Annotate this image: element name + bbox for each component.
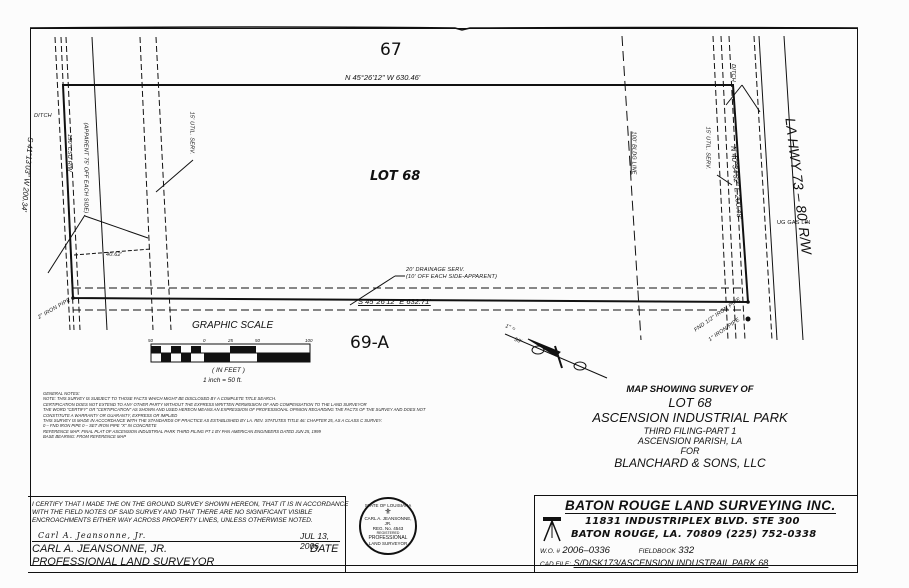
- lot-68-label: LOT 68: [370, 169, 421, 184]
- surveyor-title: PROFESSIONAL LAND SURVEYOR: [32, 556, 215, 568]
- surveyor-seal: STATE OF LOUISIANA ⚜ CARL A. JEANSONNE, …: [359, 497, 417, 555]
- seal-emblem-icon: ⚜: [384, 507, 392, 516]
- scale-tick-50: 50: [255, 338, 261, 343]
- surveyor-signature: Carl A. Jeansonne, Jr.: [38, 531, 147, 540]
- scale-units: ( IN FEET ): [212, 367, 245, 374]
- seal-professional: PROFESSIONAL: [368, 535, 408, 541]
- title-line-4: THIRD FILING-PART 1: [643, 425, 737, 436]
- drainage-serv-label: 20' DRAINAGE SERV.: [406, 267, 465, 273]
- seal-ring-bottom: LAND SURVEYOR: [368, 541, 408, 546]
- cad-file: CAD FILE: S/DISK173/ASCENSION INDUSTRAIL…: [540, 558, 768, 568]
- title-line-1: MAP SHOWING SURVEY OF: [626, 384, 754, 395]
- cad-label: CAD FILE:: [540, 561, 572, 568]
- notes-heading: GENERAL NOTES:: [43, 391, 80, 396]
- title-line-7: BLANCHARD & SONS, LLC: [614, 455, 766, 470]
- ditch-west-label: DITCH: [34, 113, 52, 119]
- fieldbook-value: 332: [678, 545, 695, 556]
- fieldbook-label: FIELDBOOK: [638, 548, 676, 555]
- note-line: 0 – FND IRON PIPE 0 – SET IRON PIPE "X" …: [43, 423, 157, 429]
- scale-ratio: 1 inch = 50 ft.: [203, 377, 243, 384]
- seal-name: CARL A. JEANSONNE, JR.: [364, 516, 412, 526]
- note-line: CERTIFICATION DOES NOT EXTEND TO ANY OTH…: [43, 401, 367, 407]
- ditch-east-label: DITCH: [729, 64, 736, 82]
- company-block: BATON ROUGE LAND SURVEYING INC. 11831 IN…: [534, 495, 858, 573]
- company-address-2: BATON ROUGE, LA. 70809 (225) 752-0338: [571, 529, 817, 540]
- note-line: NOTE: THIS SURVEY IS SUBJECT TO THOSE FA…: [43, 396, 277, 402]
- drainage-serv-note: (10' OFF EACH SIDE-APPARENT): [406, 274, 498, 280]
- scale-tick-0: 0: [203, 338, 206, 343]
- seal-registered: REGISTERED: [376, 531, 400, 535]
- util-serv-east-label: 15' UTIL. SERV.: [704, 126, 711, 170]
- seal-ring-top: STATE OF LOUISIANA: [364, 503, 412, 508]
- date-label: DATE: [310, 543, 339, 555]
- note-line: REFERENCE MAP: FINAL PLAT OF ASCENSION I…: [43, 428, 321, 434]
- scale-tick-100: 100: [305, 338, 313, 343]
- surveyor-name: CARL A. JEANSONNE, JR.: [32, 543, 168, 555]
- note-line: THE WORD "CERTIFY" OR "CERTIFICATION" AS…: [43, 407, 426, 413]
- gas-line-label: UG GAS LIN: [777, 220, 811, 226]
- wo-value: 2006–0336: [562, 545, 610, 556]
- csu-row-note: (APPARENT 75' OFF EACH SIDE): [82, 122, 89, 214]
- bottom-border: [28, 572, 858, 573]
- title-line-6: FOR: [680, 446, 700, 457]
- certification-text: I CERTIFY THAT I MADE THE ON THE GROUND …: [32, 501, 349, 524]
- signature-date: JUL 13, 2006: [300, 531, 330, 551]
- certification-block: I CERTIFY THAT I MADE THE ON THE GROUND …: [28, 496, 348, 573]
- south-line-bearing: S 45°26'12" E 632.71': [358, 297, 431, 306]
- scale-tick-25: 25: [228, 338, 234, 343]
- signature-line: [32, 541, 340, 542]
- note-line: THIS SURVEY IS MADE IN ACCORDANCE WITH T…: [43, 418, 383, 424]
- tripod-level-icon: [543, 517, 561, 542]
- bldg-line-label: 100' BLDG LINE: [630, 131, 637, 175]
- adjacent-lot-69a: 69-A: [350, 333, 390, 353]
- work-order: W.O. # 2006–0336 FIELDBOOK 332: [540, 545, 694, 556]
- title-line-2: LOT 68: [668, 394, 712, 410]
- wo-label: W.O. #: [540, 548, 560, 555]
- title-line-5: ASCENSION PARISH, LA: [637, 436, 743, 447]
- company-name: BATON ROUGE LAND SURVEYING INC.: [565, 498, 836, 514]
- csu-row-label: 150' CSU R/W: [66, 134, 72, 172]
- north-line-bearing: N 45°26'12" W 630.46': [345, 73, 421, 82]
- note-line: CONSTITUTE A WARRANTY OR GUARANTY, EXPRE…: [43, 412, 178, 418]
- graphic-scale-title: GRAPHIC SCALE: [192, 320, 274, 331]
- note-line: BASE BEARING: FROM REFERENCE MAP: [43, 434, 127, 440]
- title-line-3: ASCENSION INDUSTRIAL PARK: [592, 409, 788, 425]
- adjacent-lot-67: 67: [380, 40, 402, 60]
- cad-value: S/DISK173/ASCENSION INDUSTRAIL PARK 68: [573, 558, 769, 568]
- util-serv-west-label: 15' UTIL. SERV.: [188, 111, 195, 155]
- general-notes: GENERAL NOTES: NOTE: THIS SURVEY IS SUBJ…: [43, 391, 443, 440]
- company-address-1: 11831 INDUSTRIPLEX BLVD. STE 300: [585, 516, 800, 527]
- map-title-block: MAP SHOWING SURVEY OF LOT 68 ASCENSION I…: [560, 384, 820, 471]
- small-dimension: 40.62': [106, 252, 123, 258]
- scale-tick-50-left: 50: [148, 338, 154, 343]
- seal-reg: REG. No. 4543: [372, 526, 404, 531]
